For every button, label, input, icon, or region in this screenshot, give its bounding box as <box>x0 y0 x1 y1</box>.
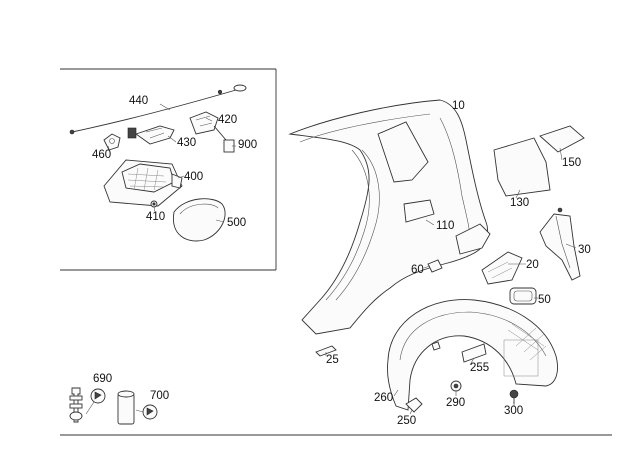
callout-430: 430 <box>177 137 197 149</box>
callout-440: 440 <box>129 95 149 107</box>
main-leaders <box>325 147 577 415</box>
clip-part <box>103 133 121 151</box>
trim-piece <box>539 125 585 153</box>
cover-part <box>509 287 537 305</box>
callout-500: 500 <box>227 217 247 229</box>
callout-410: 410 <box>146 211 166 223</box>
filler-housing <box>103 159 183 207</box>
inner-parts <box>427 223 523 285</box>
callout-10: 10 <box>452 100 465 112</box>
release-cable <box>69 84 247 135</box>
small-parts <box>69 387 158 425</box>
callout-60: 60 <box>411 264 424 276</box>
callout-20: 20 <box>526 259 539 271</box>
callout-50: 50 <box>538 294 551 306</box>
inset-frame <box>60 68 277 271</box>
panel-piece <box>493 137 551 197</box>
callout-290: 290 <box>446 397 466 409</box>
wheel-liner <box>387 299 558 411</box>
bracket-part <box>127 125 175 145</box>
callout-30: 30 <box>578 244 591 256</box>
callout-460: 460 <box>92 149 112 161</box>
fuel-flap <box>173 198 226 242</box>
callout-150: 150 <box>562 157 582 169</box>
grommet-part <box>150 200 158 208</box>
callout-420: 420 <box>218 114 238 126</box>
actuator-part <box>189 111 235 153</box>
rear-bracket <box>539 207 581 281</box>
callout-260: 260 <box>374 392 394 404</box>
callout-900: 900 <box>238 139 258 151</box>
callout-255: 255 <box>470 362 490 374</box>
inset-leaders <box>107 103 236 223</box>
callout-110: 110 <box>436 220 455 232</box>
callout-250: 250 <box>397 415 417 427</box>
callout-700: 700 <box>150 390 170 402</box>
callout-130: 130 <box>510 197 530 209</box>
callout-300: 300 <box>504 405 524 417</box>
quarter-panel <box>288 99 488 335</box>
fasteners <box>315 341 519 413</box>
callout-690: 690 <box>93 373 113 385</box>
callout-400: 400 <box>184 171 204 183</box>
callout-25: 25 <box>326 354 339 366</box>
